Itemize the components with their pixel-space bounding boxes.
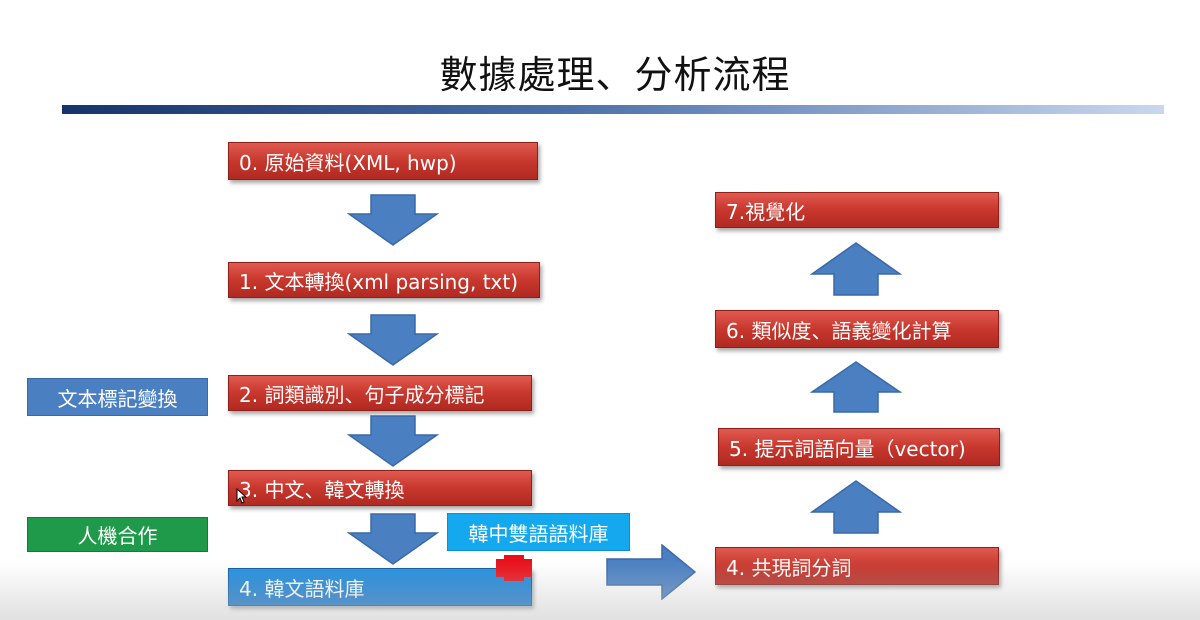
step-4-label: 4. 韓文語料庫 [239, 576, 365, 601]
slide-title: 數據處理、分析流程 [439, 53, 791, 97]
text-tagging-label-text: 文本標記變換 [57, 386, 178, 411]
step-3-label: 3. 中文、韓文轉換 [239, 477, 405, 502]
step-4-korean-corpus: 4. 韓文語料庫 [228, 568, 532, 606]
step-6-label: 6. 類似度、語義變化計算 [726, 318, 952, 343]
arrow-down-icon [347, 194, 439, 246]
arrow-down-icon [347, 314, 439, 366]
arrow-right-icon [606, 544, 696, 600]
mouse-cursor-icon [236, 488, 248, 504]
step-4-cooccurrence-segmentation: 4. 共現詞分詞 [715, 547, 999, 585]
human-machine-label: 人機合作 [27, 517, 208, 552]
arrow-up-icon [810, 480, 902, 534]
bilingual-corpus-label-text: 韓中雙語語料庫 [468, 521, 609, 546]
red-cross-marker-icon [496, 555, 532, 581]
step-5-word-vector: 5. 提示詞語向量（vector) [718, 428, 1000, 466]
step-2-pos-tagging: 2. 詞類識別、句子成分標記 [228, 375, 532, 411]
step-0-label: 0. 原始資料(XML, hwp) [239, 150, 457, 175]
bottom-shadow-overlay [0, 560, 1200, 620]
arrow-up-icon [810, 242, 902, 296]
step-3-chinese-korean-conversion: 3. 中文、韓文轉換 [228, 470, 532, 506]
step-2-label: 2. 詞類識別、句子成分標記 [239, 382, 485, 407]
step-6-similarity-calculation: 6. 類似度、語義變化計算 [715, 310, 999, 348]
step-0-raw-data: 0. 原始資料(XML, hwp) [228, 142, 538, 180]
step-7-label: 7.視覺化 [726, 199, 806, 224]
arrow-up-icon [810, 361, 902, 413]
step-5-label: 5. 提示詞語向量（vector) [729, 436, 966, 461]
human-machine-label-text: 人機合作 [77, 524, 158, 548]
bilingual-corpus-label: 韓中雙語語料庫 [447, 513, 630, 551]
step-1-label: 1. 文本轉換(xml parsing, txt) [239, 269, 519, 294]
arrow-down-icon [347, 513, 439, 565]
arrow-down-icon [347, 415, 439, 467]
step-7-visualization: 7.視覺化 [715, 192, 999, 228]
text-tagging-label: 文本標記變換 [27, 378, 208, 416]
step-4b-label: 4. 共現詞分詞 [726, 555, 852, 580]
step-1-text-conversion: 1. 文本轉換(xml parsing, txt) [228, 262, 540, 298]
title-underline-bar [62, 105, 1164, 114]
